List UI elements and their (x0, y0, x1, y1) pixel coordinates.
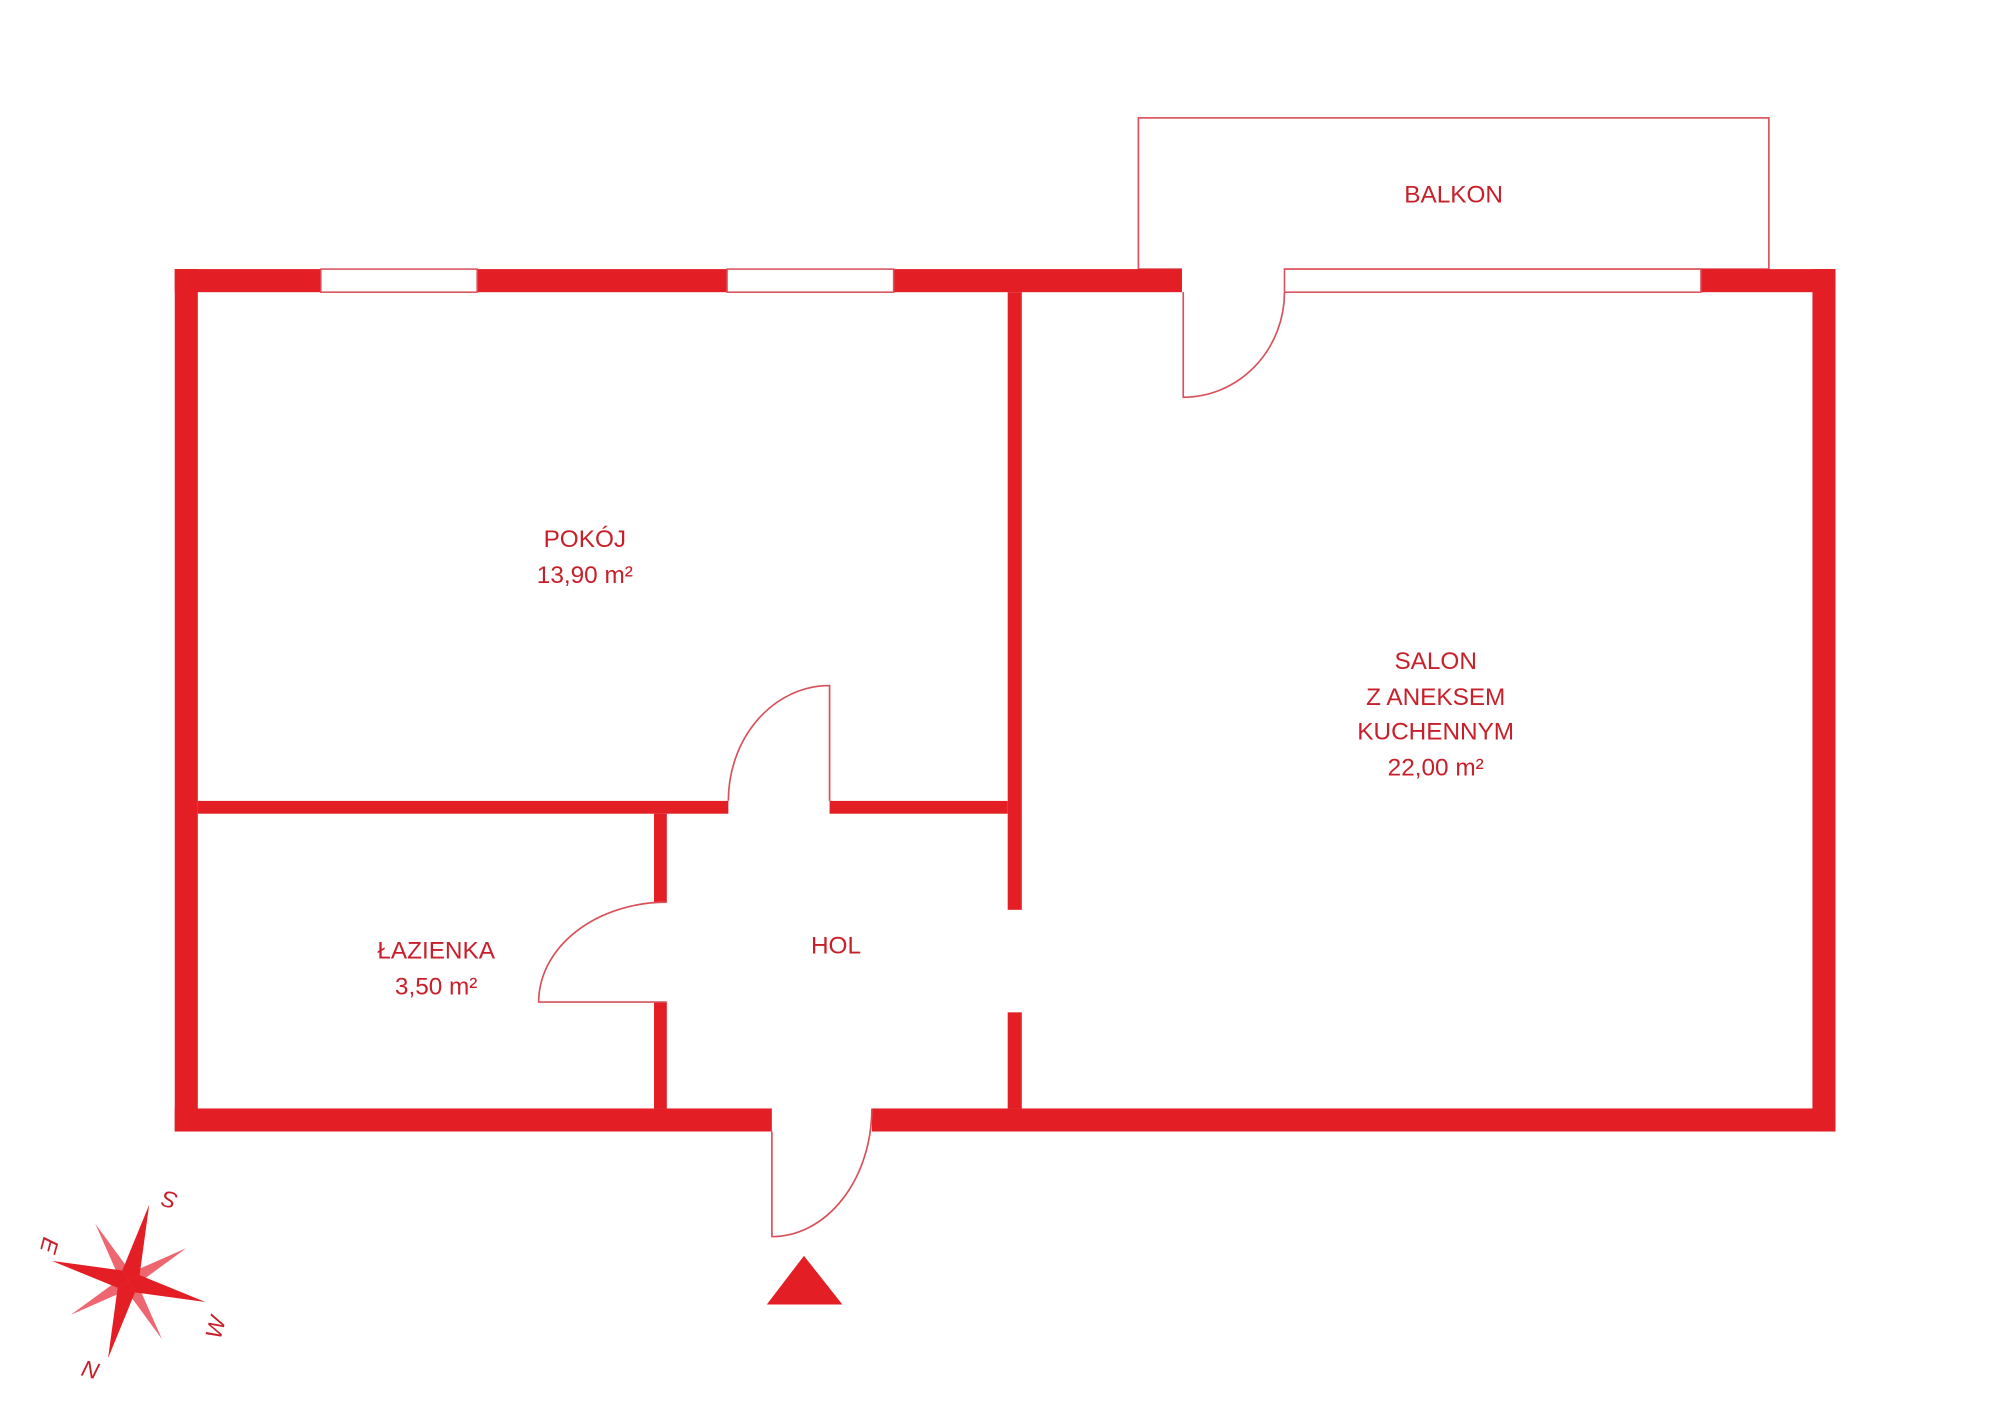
label-lazienka: ŁAZIENKA (377, 938, 495, 965)
compass-s: S (158, 1185, 180, 1214)
label-salon-3: KUCHENNYM (1357, 718, 1514, 745)
entrance-opening (771, 1107, 872, 1133)
walls (174, 269, 1836, 1132)
area-salon: 22,00 m² (1388, 754, 1484, 781)
label-hol: HOL (811, 932, 861, 959)
area-pokoj: 13,90 m² (537, 562, 633, 589)
label-balkon: BALKON (1404, 181, 1503, 208)
window (320, 268, 478, 293)
label-salon-2: Z ANEKSEM (1366, 684, 1505, 711)
window (1283, 268, 1702, 293)
door-balcony (1182, 292, 1286, 399)
door-pokoj (727, 684, 831, 801)
compass-rose-icon (51, 1204, 206, 1359)
balcony-door-opening (1181, 267, 1285, 294)
compass-w: W (200, 1311, 231, 1341)
compass-n: N (79, 1355, 102, 1385)
entrance-arrow-icon (766, 1255, 843, 1305)
label-salon-1: SALON (1394, 648, 1476, 675)
door-entrance (771, 1108, 873, 1238)
window (726, 268, 895, 293)
label-pokoj: POKÓJ (544, 526, 626, 553)
compass-e: E (35, 1235, 64, 1257)
area-lazienka: 3,50 m² (395, 973, 477, 1000)
door-lazienka (537, 901, 667, 1003)
